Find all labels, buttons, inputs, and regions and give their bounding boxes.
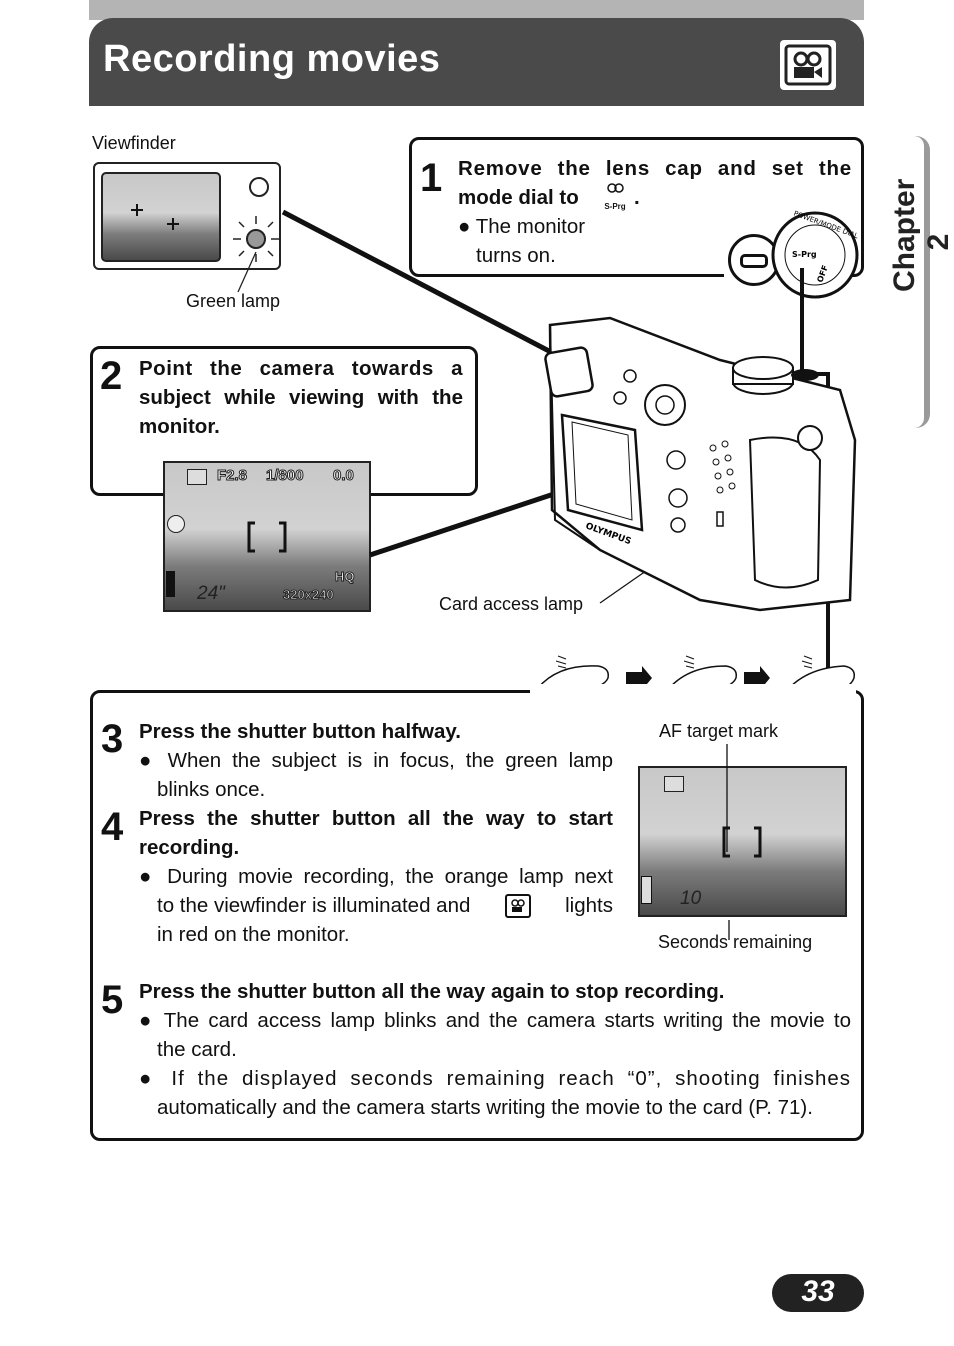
shutter-speed-value: 1/800 (266, 467, 305, 485)
step4-bullet-line1: ● During movie recording, the orange lam… (139, 865, 613, 888)
step3-number: 3 (101, 717, 124, 761)
step5-bullet2-line2: automatically and the camera starts writ… (157, 1096, 813, 1119)
step4-bullet-line2: to the viewfinder is illuminated and lig… (157, 891, 613, 920)
steps-box-gap (530, 684, 856, 700)
step4-bullet-text2b: lights (565, 894, 613, 917)
step5-bullet1-line2: the card. (157, 1038, 237, 1061)
step3-title: Press the shutter button halfway. (139, 720, 461, 743)
mode-dial-icon: POWER/MODE DIAL S-Prg OFF (771, 210, 859, 299)
chapter-tab-inner (906, 136, 924, 428)
dial-sprg-text: S-Prg (792, 250, 817, 259)
camera-illustration: OLYMPUS (281, 209, 857, 612)
step4-bullet-text2a: to the viewfinder is illuminated and (157, 894, 471, 917)
step2-box (90, 346, 478, 496)
step4-title-line1: Press the shutter button all the way to … (139, 807, 613, 830)
step3-bullet-line1: ● When the subject is in focus, the gree… (139, 749, 614, 772)
step5-number: 5 (101, 978, 124, 1022)
step5-title: Press the shutter button all the way aga… (139, 980, 725, 1003)
movie-mode-icon (187, 469, 207, 485)
battery-bar (166, 571, 175, 597)
page-title: Recording movies (103, 38, 441, 80)
monitor-display-2: 10 (638, 766, 847, 917)
viewfinder-label: Viewfinder (92, 133, 176, 153)
header-top-band (89, 0, 864, 20)
dial-button-oval (740, 254, 768, 268)
green-lamp-icon (233, 216, 279, 262)
viewfinder-leader (281, 209, 572, 365)
battery-bar-2 (641, 876, 652, 904)
step1-bullet-text1: The monitor (475, 215, 586, 238)
step1-period: . (634, 186, 640, 209)
af-target-mark-label: AF target mark (659, 721, 779, 741)
step1-title-line2: mode dial to (458, 186, 579, 209)
seconds-counter-1: 24" (197, 583, 225, 604)
step2-line3: monitor. (139, 415, 220, 438)
seconds-counter-2: 10 (680, 888, 702, 909)
page-number-pill (772, 1274, 864, 1312)
step2-line1: Point the camera towards a (139, 357, 463, 380)
step4-title-line2: recording. (139, 836, 240, 859)
af-target-mark-1 (247, 521, 287, 553)
step2-line2: subject while viewing with the (139, 386, 463, 409)
orange-lamp (249, 177, 269, 197)
page-number: 33 (801, 1275, 835, 1308)
step1-bullet-line1: ● The monitor (458, 215, 586, 238)
aperture-value: F2.8 (216, 467, 248, 485)
viewfinder-image (101, 172, 221, 262)
quality-indicator: HQ (335, 569, 355, 585)
movie-camera-icon (780, 40, 836, 90)
step4-bullet-text1: During movie recording, the orange lamp … (167, 865, 613, 888)
step5-bullet1-text1: The card access lamp blinks and the came… (163, 1009, 851, 1032)
green-lamp-label: Green lamp (186, 291, 281, 311)
monitor2-leaders (726, 744, 730, 940)
viewfinder-illustration (93, 162, 281, 270)
step5-bullet2-line1: ● If the displayed seconds remaining rea… (139, 1067, 852, 1090)
step3-bullet-line2: blinks once. (157, 778, 266, 801)
exposure-value: 0.0 (333, 467, 355, 485)
flash-icon (167, 515, 185, 533)
seconds-remaining-label: Seconds remaining (658, 932, 813, 952)
header-bar (89, 18, 864, 106)
monitor-display-1: F2.8 1/800 0.0 24" HQ 320x240 (163, 461, 371, 612)
resolution-indicator: 320x240 (283, 587, 335, 603)
chapter-label: Chapter 2 (888, 178, 954, 292)
step5-bullet1-line1: ● The card access lamp blinks and the ca… (139, 1009, 851, 1032)
card-access-lamp-label: Card access lamp (439, 594, 584, 614)
step2-number: 2 (100, 354, 123, 398)
s-prg-mode-icon: S-Prg (600, 183, 630, 211)
movie-mode-icon-2 (664, 776, 684, 792)
movie-icon-inline (504, 893, 531, 918)
step4-bullet-line3: in red on the monitor. (157, 923, 350, 946)
step1-bullet-line2: turns on. (476, 244, 556, 267)
step1-title-line1: Remove the lens cap and set the (458, 157, 852, 180)
step1-number: 1 (420, 156, 443, 200)
step3-bullet-text1: When the subject is in focus, the green … (167, 749, 614, 772)
step4-number: 4 (101, 805, 124, 849)
s-prg-mode-text: S-Prg (604, 202, 626, 211)
step5-bullet2-text1: If the displayed seconds remaining reach… (171, 1067, 852, 1090)
green-lamp-leader (237, 251, 257, 293)
